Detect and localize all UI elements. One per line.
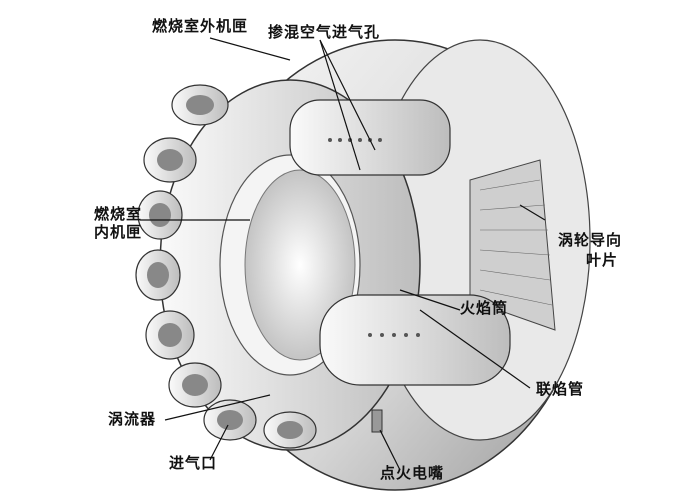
label-dilution-holes: 掺混空气进气孔 (268, 23, 381, 41)
label-inner-casing-line1: 燃烧室 (94, 205, 143, 223)
label-igniter: 点火电嘴 (380, 464, 445, 482)
label-inner-casing-line2: 内机匣 (94, 223, 143, 241)
label-flame-tube: 火焰筒 (460, 299, 509, 317)
label-air-inlet: 进气口 (169, 454, 218, 472)
label-swirler: 涡流器 (108, 410, 157, 428)
label-interconnector: 联焰管 (536, 380, 585, 398)
label-outer-casing: 燃烧室外机匣 (152, 17, 249, 35)
label-turbine-vanes-line1: 涡轮导向 (558, 231, 623, 249)
label-turbine-vanes-line2: 叶片 (586, 251, 619, 269)
